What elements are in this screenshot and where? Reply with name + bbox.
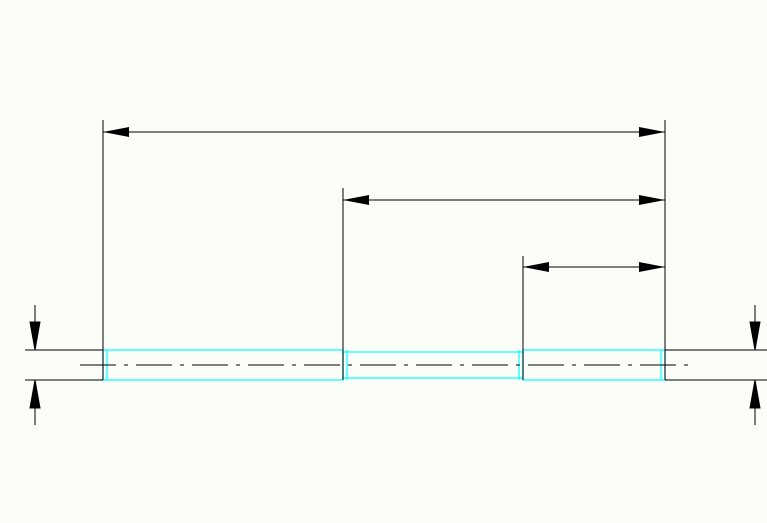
dim-arrow-left-upper	[29, 321, 41, 351]
dim-arrow-left-lower	[29, 379, 41, 409]
dim-text-overall: 75	[358, 92, 404, 133]
dimension-texts: 75 43 19 4 4	[6, 92, 767, 376]
dim-arrow-right-lower	[749, 379, 761, 409]
dim-text-middle: 43	[478, 160, 524, 201]
dim-text-left-diameter: 4	[6, 354, 47, 377]
dim-text-inner: 19	[566, 227, 612, 268]
dim-arrow-right-upper	[749, 321, 761, 351]
vertical-dimensions	[29, 305, 761, 425]
dim-text-right-diameter: 4	[726, 354, 767, 377]
extension-lines	[25, 120, 767, 381]
horizontal-dimensions	[103, 127, 665, 272]
